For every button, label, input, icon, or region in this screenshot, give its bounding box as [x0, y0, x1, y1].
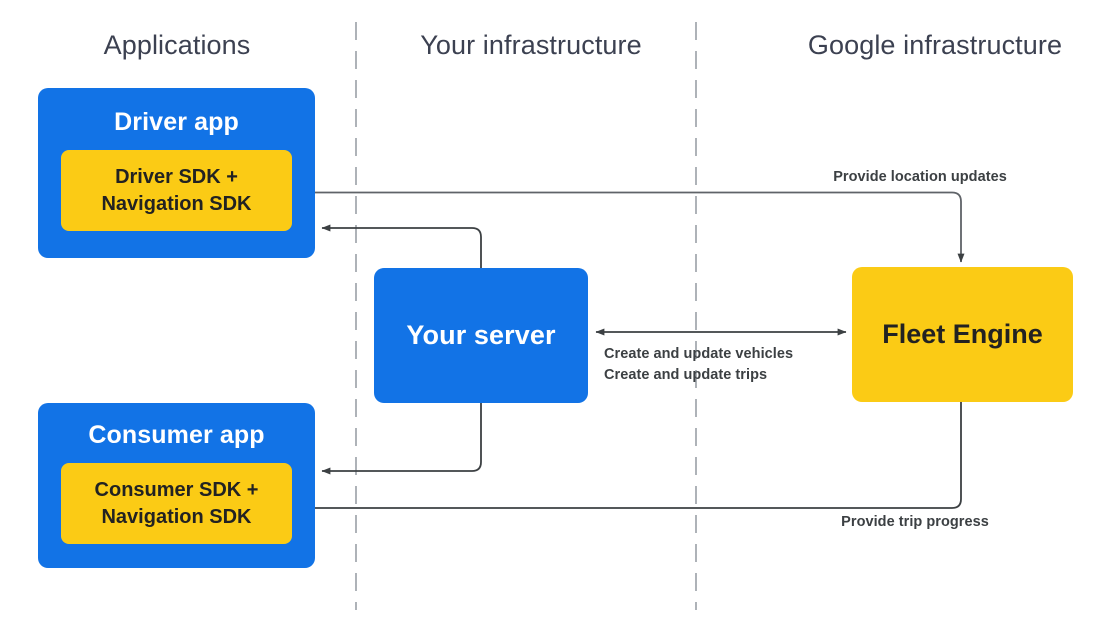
zone-title-applications: Applications	[103, 30, 251, 60]
edge-label-trip-progress: Provide trip progress	[841, 514, 989, 530]
consumer-app-title: Consumer app	[88, 421, 265, 449]
consumer-sdk-label: Consumer SDK + Navigation SDK	[94, 479, 259, 528]
node-fleet-engine[interactable]: Fleet Engine	[852, 267, 1073, 402]
node-driver-app[interactable]: Driver app Driver SDK + Navigation SDK	[38, 88, 315, 258]
connector-location-updates	[292, 191, 965, 263]
driver-app-title: Driver app	[114, 108, 239, 136]
node-consumer-sdk[interactable]: Consumer SDK + Navigation SDK	[61, 463, 292, 544]
fleet-engine-title: Fleet Engine	[882, 319, 1043, 349]
zone-title-your-infrastructure: Your infrastructure	[420, 30, 642, 60]
node-your-server[interactable]: Your server	[374, 268, 588, 403]
connector-trip-progress	[299, 402, 962, 512]
edge-label-location-updates: Provide location updates	[833, 169, 1007, 185]
connector-server-to-consumer	[321, 403, 482, 475]
driver-sdk-label: Driver SDK + Navigation SDK	[101, 166, 252, 215]
edge-label-server-fleet-engine: Create and update vehicles Create and up…	[604, 346, 794, 384]
connector-server-to-driver	[321, 224, 482, 268]
node-consumer-app[interactable]: Consumer app Consumer SDK + Navigation S…	[38, 403, 315, 568]
your-server-title: Your server	[406, 320, 556, 350]
zone-title-google-infrastructure: Google infrastructure	[807, 30, 1063, 60]
node-driver-sdk[interactable]: Driver SDK + Navigation SDK	[61, 150, 292, 231]
